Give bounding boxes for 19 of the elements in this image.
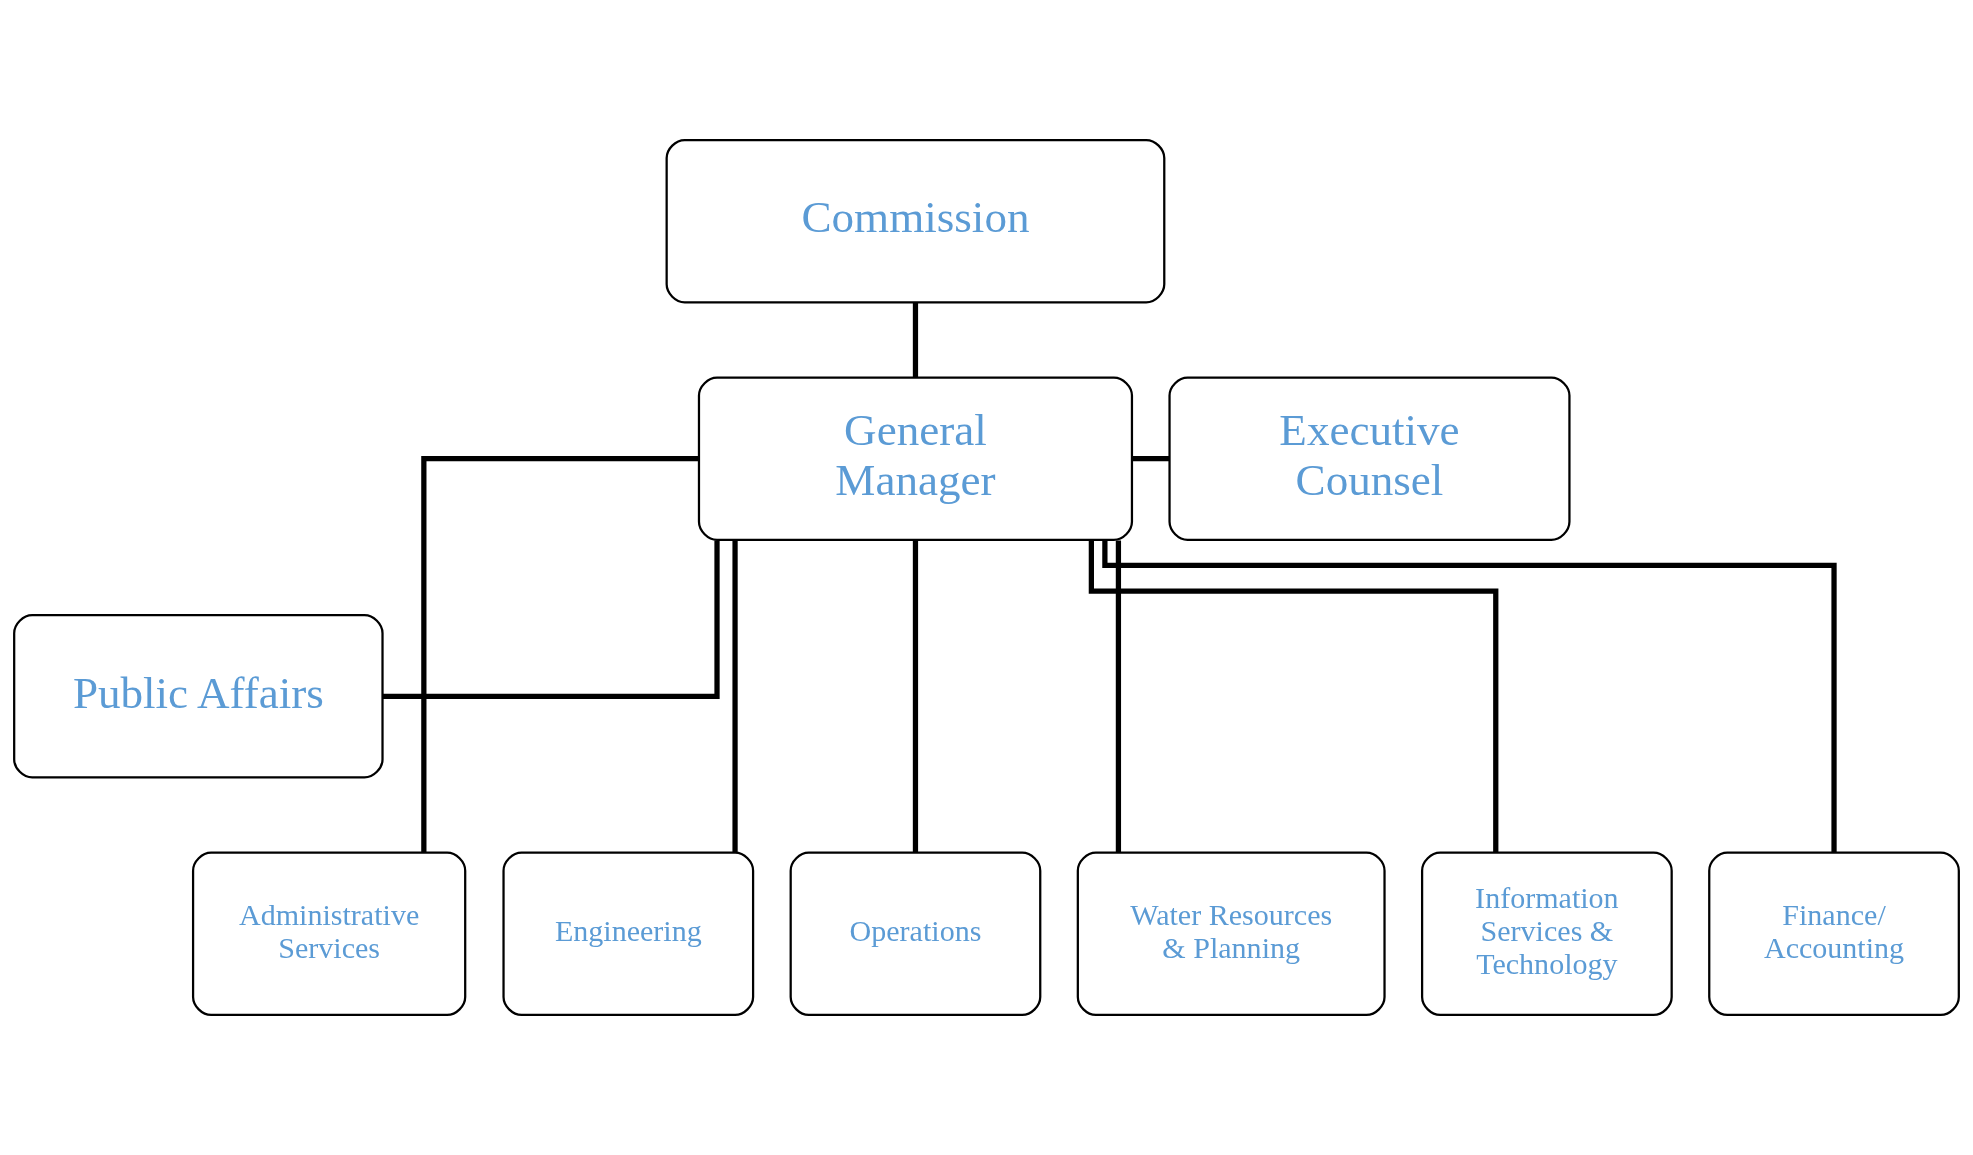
connector	[912, 302, 919, 378]
connector	[382, 540, 720, 699]
node-box: General Manager	[697, 376, 1134, 542]
node-box: Water Resources & Planning	[1076, 851, 1386, 1017]
connector	[421, 456, 699, 853]
connector	[1132, 456, 1170, 462]
node-box: Engineering	[502, 851, 755, 1017]
node-box: Administrative Services	[191, 851, 467, 1017]
connector	[1115, 540, 1122, 853]
connector	[1088, 540, 1499, 853]
connector	[732, 540, 738, 853]
connector	[912, 540, 919, 853]
node-box: Operations	[789, 851, 1042, 1017]
connector	[1102, 540, 1837, 853]
node-box: Commission	[665, 138, 1166, 304]
node-box: Finance/ Accounting	[1708, 851, 1960, 1017]
node-box: Public Affairs	[13, 613, 384, 779]
node-box: Executive Counsel	[1168, 376, 1571, 542]
node-box: Information Services & Technology	[1420, 851, 1673, 1017]
